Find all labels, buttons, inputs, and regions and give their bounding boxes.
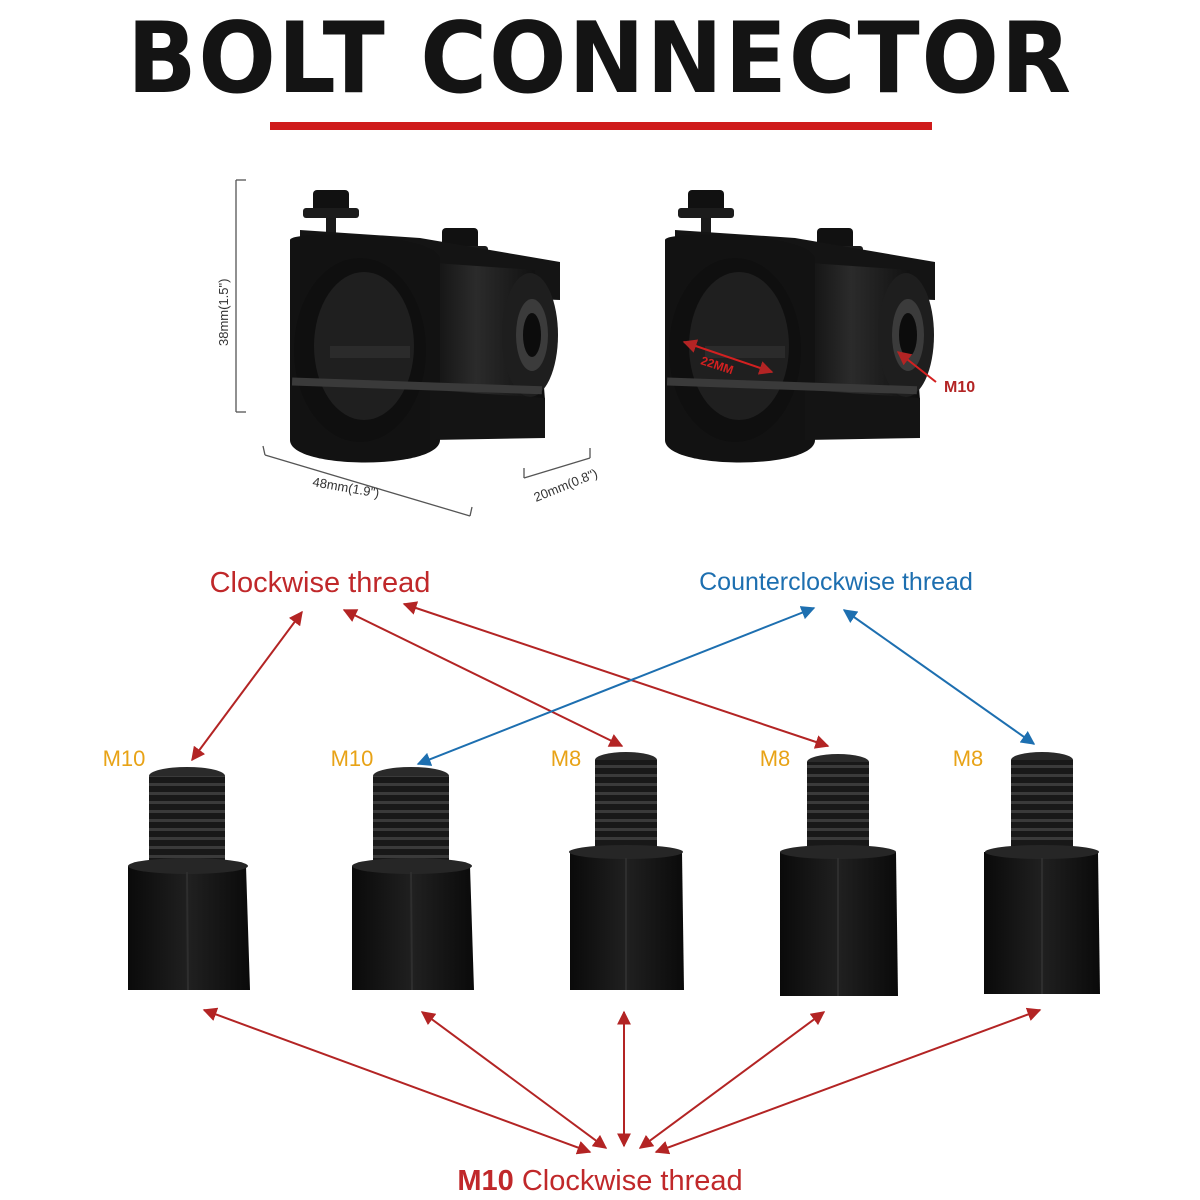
adapter-2-size: M10: [331, 746, 374, 771]
adapter-3-size: M8: [551, 746, 582, 771]
adapter-3: [569, 752, 684, 990]
dimension-height: 38mm(1.5"): [216, 179, 246, 413]
title-underline: [270, 122, 932, 130]
counterclockwise-arrows: [416, 606, 1036, 766]
clockwise-arrows-bottom: [202, 1007, 1042, 1155]
adapter-4: [780, 754, 898, 996]
adapter-5-size: M8: [953, 746, 984, 771]
depth-dimension-label: 20mm(0.8"): [532, 466, 600, 505]
bottom-thread-label: M10 Clockwise thread: [457, 1165, 742, 1197]
adapter-1: [128, 767, 250, 991]
page-title: BOLT CONNECTOR: [127, 2, 1073, 116]
width-dimension-label: 48mm(1.9"): [311, 474, 380, 500]
thread-callout: M10: [896, 351, 975, 396]
bottom-thread-text: Clockwise thread: [514, 1165, 743, 1197]
height-dimension-label: 38mm(1.5"): [216, 279, 231, 346]
dimension-depth: 20mm(0.8"): [523, 448, 600, 505]
bottom-thread-size: M10: [457, 1165, 513, 1197]
adapter-2: [352, 767, 474, 991]
clamp-right: [665, 190, 935, 463]
adapter-5: [984, 752, 1100, 994]
counterclockwise-thread-label: Counterclockwise thread: [699, 568, 973, 596]
thread-size-label: M10: [944, 379, 975, 396]
adapter-4-size: M8: [760, 746, 791, 771]
clockwise-arrows-top: [191, 601, 830, 762]
clamp-left: [290, 190, 560, 463]
adapter-1-size: M10: [103, 746, 146, 771]
clockwise-thread-label: Clockwise thread: [210, 567, 431, 599]
